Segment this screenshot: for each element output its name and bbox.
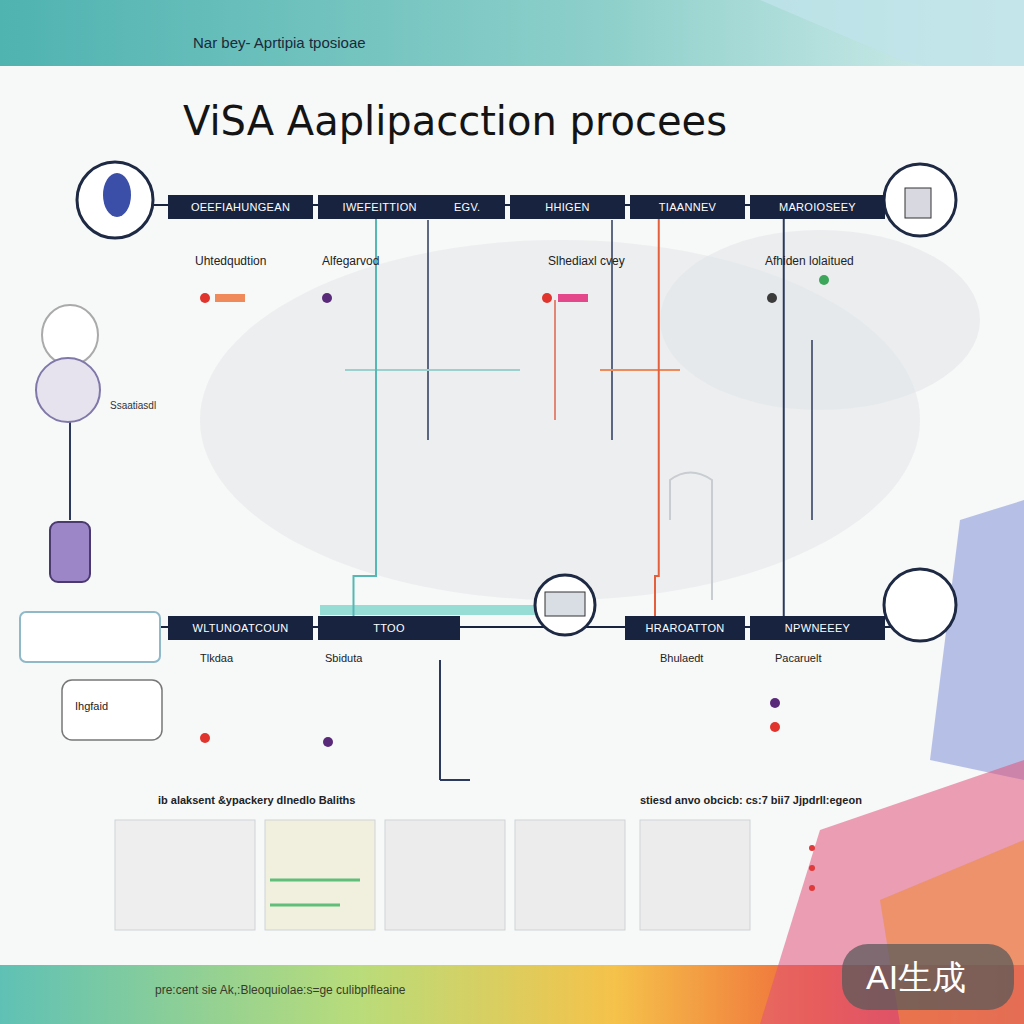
table-block — [640, 820, 750, 930]
leader-line — [811, 340, 813, 520]
header-text: IWEFEITTION — [343, 201, 417, 213]
header-band: TTOO — [318, 616, 460, 640]
icon-helmet — [42, 305, 98, 365]
table-block — [115, 820, 255, 930]
text-label: Afhiden lolaitued — [765, 254, 854, 268]
connector-line — [354, 219, 377, 616]
leader-line — [600, 369, 680, 371]
icon-card — [62, 680, 162, 740]
table-block — [515, 820, 625, 930]
connector-line — [783, 219, 785, 616]
header-text: NPWNEEEY — [785, 622, 850, 634]
arch-line — [670, 473, 712, 601]
chip-dot — [323, 737, 333, 747]
table-rule — [270, 904, 340, 907]
leader-line — [554, 300, 556, 420]
chip-dot — [819, 275, 829, 285]
header-text: TIAANNEV — [659, 201, 716, 213]
header-text: MAROIOSEEY — [779, 201, 856, 213]
chip-dot — [767, 293, 777, 303]
icon-printer — [545, 592, 585, 616]
chip-dot — [809, 885, 815, 891]
header-band: HRAROATTON — [625, 616, 745, 640]
icon-doc — [905, 188, 931, 218]
table-rule — [270, 879, 360, 882]
teal-bar — [320, 605, 540, 615]
header-text: OEEFIAHUNGEAN — [191, 201, 290, 213]
header-band: WLTUNOATCOUN — [168, 616, 313, 640]
icon-disc — [36, 358, 100, 422]
header-text: TTOO — [373, 622, 405, 634]
chip-bar — [558, 294, 588, 302]
text-label: Tlkdaa — [200, 652, 233, 664]
header-text: HHIGEN — [545, 201, 590, 213]
text-label: Alfegarvod — [322, 254, 379, 268]
text-label: ib alaksent &ypackery dlnedlo Baliths — [158, 794, 355, 806]
icon-disc — [884, 164, 956, 236]
icon-drop — [103, 173, 131, 217]
header-text: WLTUNOATCOUN — [192, 622, 288, 634]
leader-line — [439, 660, 441, 780]
header-text: HRAROATTON — [646, 622, 725, 634]
chip-dot — [200, 293, 210, 303]
chip-dot — [809, 845, 815, 851]
chip-dot — [770, 722, 780, 732]
header-band: TIAANNEV — [630, 195, 745, 219]
chip-dot — [809, 865, 815, 871]
header-band: HHIGEN — [510, 195, 625, 219]
chip-dot — [322, 293, 332, 303]
text-label: Ssaatiasdl — [110, 400, 156, 411]
header-band: MAROIOSEEY — [750, 195, 885, 219]
icon-card — [20, 612, 160, 662]
corner-shard — [930, 500, 1024, 780]
text-label: Bhulaedt — [660, 652, 703, 664]
chip-bar — [215, 294, 245, 302]
leader-line — [440, 779, 470, 781]
icon-phone — [50, 522, 90, 582]
icon-disc — [884, 569, 956, 641]
icon-disc — [77, 162, 153, 238]
header-band: NPWNEEEY — [750, 616, 885, 640]
watermark: AI生成 — [866, 955, 966, 1001]
watermark-pill — [842, 944, 1014, 1010]
table-block — [265, 820, 375, 930]
leader-line — [427, 220, 429, 440]
connector-line — [655, 219, 659, 616]
text-label: Pacaruelt — [775, 652, 821, 664]
map-shape — [660, 230, 980, 410]
text-label: Uhtedqudtion — [195, 254, 266, 268]
text-label: Sbiduta — [325, 652, 362, 664]
header-text: EGV. — [454, 201, 480, 213]
text-label: pre:cent sie Ak,:Bleoquiolae:s=ge culibp… — [155, 983, 406, 997]
icon-disc — [535, 575, 595, 635]
text-label: stiesd anvo obcicb: cs:7 bii7 Jjpdrll:eg… — [640, 794, 862, 806]
top-note: Nar bey- Aprtipia tposioae — [193, 34, 366, 51]
text-label: Ihgfaid — [75, 700, 108, 712]
chip-dot — [200, 733, 210, 743]
header-band: OEEFIAHUNGEAN — [168, 195, 313, 219]
chip-dot — [770, 698, 780, 708]
leader-line — [611, 220, 613, 440]
text-label: Slhediaxl cvey — [548, 254, 625, 268]
header-band: IWEFEITTION EGV. — [318, 195, 505, 219]
diagram-title: ViSA Aaplipacction procees — [183, 98, 727, 144]
chip-dot — [542, 293, 552, 303]
leader-line — [345, 369, 520, 371]
table-block — [385, 820, 505, 930]
